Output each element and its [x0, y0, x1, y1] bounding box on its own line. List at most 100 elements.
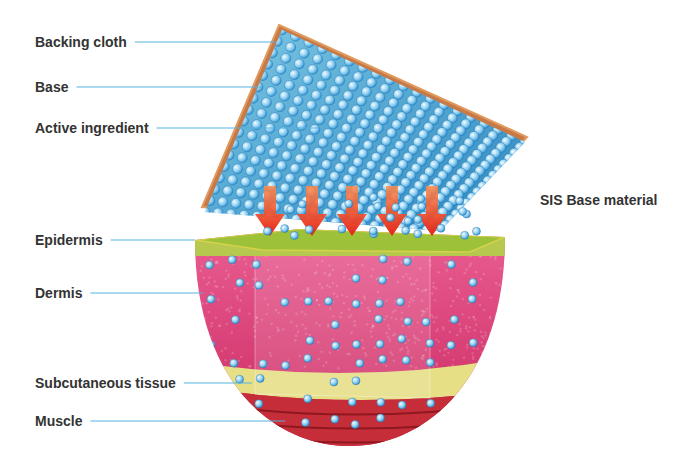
leader-line: [111, 240, 195, 241]
particle: [422, 318, 430, 326]
particle: [336, 132, 346, 142]
particle: [244, 200, 254, 210]
particle: [287, 141, 297, 151]
release-arrow: [337, 186, 367, 236]
leader-line: [90, 293, 203, 294]
tissue-grain: [449, 278, 451, 280]
particle: [379, 355, 387, 363]
particle: [228, 256, 236, 264]
tissue-grain: [248, 312, 250, 314]
particle: [273, 137, 283, 147]
tissue-grain: [238, 309, 240, 311]
skin-section: [180, 225, 520, 467]
particle: [239, 116, 249, 126]
tissue-grain: [463, 357, 465, 359]
tissue-grain: [490, 353, 492, 355]
tissue-grain: [225, 309, 227, 311]
tissue-grain: [436, 328, 438, 330]
particle: [365, 110, 375, 120]
tissue-grain: [465, 327, 467, 329]
tissue-grain: [507, 253, 509, 255]
tissue-grain: [467, 330, 469, 332]
particle: [235, 397, 243, 405]
tissue-grain: [439, 350, 441, 352]
particle: [267, 48, 277, 58]
particle: [205, 196, 215, 206]
particle: [280, 183, 290, 193]
particle: [281, 53, 291, 63]
particle: [475, 415, 483, 423]
particle: [301, 110, 311, 120]
tissue-grain: [472, 356, 474, 358]
tissue-grain: [215, 261, 217, 263]
tissue-grain: [192, 275, 194, 277]
tissue-grain: [190, 358, 192, 360]
particle: [318, 138, 328, 148]
particle: [338, 100, 348, 110]
tissue-grain: [199, 270, 201, 272]
particle: [303, 75, 313, 85]
tissue-grain: [191, 254, 193, 256]
tissue-grain: [435, 339, 437, 341]
particle: [241, 177, 251, 187]
particle: [293, 185, 303, 195]
tissue-grain: [479, 294, 481, 296]
particle: [304, 395, 312, 403]
particle: [255, 281, 263, 289]
particle: [387, 214, 395, 222]
particle: [328, 119, 338, 129]
particle: [257, 109, 267, 119]
tissue-grain: [504, 368, 506, 370]
particle: [335, 76, 345, 86]
particle: [294, 59, 304, 69]
particle: [417, 195, 425, 203]
particle: [210, 184, 220, 194]
tissue-grain: [190, 250, 192, 252]
particle: [290, 231, 298, 239]
particle: [236, 188, 246, 198]
tissue-grain: [231, 352, 233, 354]
particle: [316, 169, 326, 179]
particle: [404, 217, 412, 225]
particle: [338, 225, 346, 233]
tissue-grain: [494, 329, 496, 331]
particle: [330, 85, 340, 95]
particle: [348, 166, 358, 176]
tissue-grain: [446, 269, 448, 271]
particle: [288, 194, 298, 204]
tissue-grain: [224, 359, 226, 361]
particle: [399, 81, 409, 91]
tissue-grain: [476, 347, 478, 349]
tissue-grain: [481, 358, 483, 360]
tissue-grain: [480, 331, 482, 333]
tissue-grain: [506, 363, 508, 365]
tissue-grain: [210, 325, 212, 327]
tissue-grain: [491, 337, 493, 339]
tissue-grain: [432, 286, 434, 288]
particle: [376, 340, 384, 348]
tissue-grain: [217, 298, 219, 300]
particle: [272, 36, 282, 46]
tissue-grain: [245, 263, 247, 265]
particle: [331, 415, 339, 423]
particle: [258, 71, 268, 81]
particle: [320, 189, 330, 199]
tissue-grain: [238, 360, 240, 362]
tissue-grain: [472, 316, 474, 318]
tissue-grain: [495, 366, 497, 368]
particle: [403, 258, 411, 266]
base-layer: [205, 30, 525, 231]
particle: [252, 261, 260, 269]
particle: [247, 131, 257, 141]
particle: [345, 200, 353, 208]
particle: [287, 206, 295, 214]
particle: [303, 166, 313, 176]
tissue-grain: [462, 298, 464, 300]
tissue-grain: [489, 296, 491, 298]
particle: [341, 123, 351, 133]
tissue-grain: [499, 267, 501, 269]
tissue-grain: [431, 292, 433, 294]
particle: [281, 225, 289, 233]
leader-line: [184, 383, 252, 384]
